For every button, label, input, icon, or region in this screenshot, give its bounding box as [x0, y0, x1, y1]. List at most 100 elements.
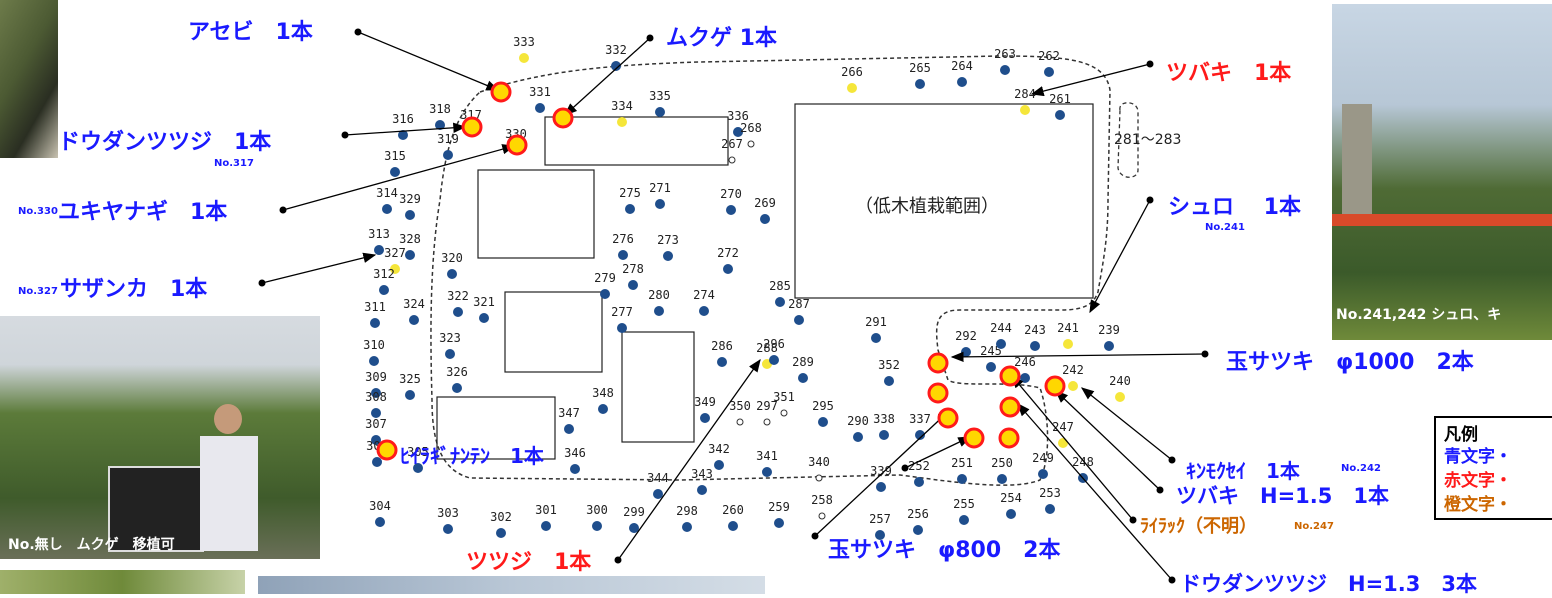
tree-number-347: 347: [558, 406, 580, 420]
tree-number-325: 325: [399, 372, 421, 386]
lowtree-area-label: （低木植栽範囲）: [855, 196, 999, 217]
legend-red: 赤文字・: [1444, 471, 1512, 491]
photo-bottom-left: [0, 570, 245, 594]
tree-dot-284: [1020, 105, 1030, 115]
tree-number-321: 321: [473, 295, 495, 309]
tree-number-287: 287: [788, 297, 810, 311]
transplant-marker-1: [552, 107, 574, 129]
leader-start-3: [341, 131, 349, 139]
tree-number-266: 266: [841, 65, 863, 79]
tree-number-315: 315: [384, 149, 406, 163]
transplant-marker-4: [927, 352, 949, 374]
tree-dot-269: [760, 214, 770, 224]
tree-dot-305: [413, 463, 423, 473]
tree-dot-306: [372, 457, 382, 467]
leader-start-5: [1146, 196, 1154, 204]
tree-number-264: 264: [951, 59, 973, 73]
tree-number-245: 245: [980, 344, 1002, 358]
tree-number-342: 342: [708, 442, 730, 456]
tree-number-343: 343: [691, 467, 713, 481]
tree-number-288: 288: [756, 341, 778, 355]
label-no242: No.242: [1341, 463, 1381, 474]
label-no317: No.317: [214, 158, 254, 169]
transplant-marker-12: [376, 439, 398, 461]
leader-line-6: [261, 252, 377, 284]
tree-number-258: 258: [811, 493, 833, 507]
label-no247: No.247: [1294, 521, 1334, 532]
transplant-marker-5: [927, 382, 949, 404]
tree-number-280: 280: [648, 288, 670, 302]
tree-number-254: 254: [1000, 491, 1022, 505]
tree-number-262: 262: [1038, 49, 1060, 63]
photo-bottom-middle: [258, 576, 765, 594]
tree-number-243: 243: [1024, 323, 1046, 337]
tree-number-265: 265: [909, 61, 931, 75]
leader-line-9: [1055, 390, 1161, 491]
label-lilac: ﾗｲﾗｯｸ（不明）: [1140, 516, 1257, 537]
tree-dot-349: [700, 413, 710, 423]
tree-dot-327: [390, 264, 400, 274]
tree-dot-342: [714, 460, 724, 470]
tree-number-252: 252: [908, 459, 930, 473]
label-dodantsutsuji-h13: ドウダンツツジ H=1.3 3本: [1180, 572, 1477, 596]
tree-dot-242: [1068, 381, 1078, 391]
transplant-marker-10: [998, 427, 1020, 449]
leader-start-14: [901, 464, 909, 472]
tree-dot-352: [884, 376, 894, 386]
tree-number-352: 352: [878, 358, 900, 372]
tree-dot-332: [611, 61, 621, 71]
tree-dot-286: [717, 357, 727, 367]
tree-dot-297: [763, 418, 771, 426]
tree-dot-321: [479, 313, 489, 323]
leader-start-8: [1168, 456, 1176, 464]
tree-number-296: 296: [763, 337, 785, 351]
tree-number-246: 246: [1014, 355, 1036, 369]
tree-dot-262: [1044, 67, 1054, 77]
lowtree-area: [794, 103, 1094, 299]
tree-number-240: 240: [1109, 374, 1131, 388]
tree-dot-309: [371, 388, 381, 398]
tree-dot-339: [876, 482, 886, 492]
transplant-marker-7: [963, 427, 985, 449]
tree-number-299: 299: [623, 505, 645, 519]
tree-dot-279: [600, 289, 610, 299]
tree-number-308: 308: [365, 390, 387, 404]
tree-number-268: 268: [740, 121, 762, 135]
tree-number-311: 311: [364, 300, 386, 314]
tree-number-250: 250: [991, 456, 1013, 470]
leader-start-10: [1129, 516, 1137, 524]
tree-number-259: 259: [768, 500, 790, 514]
tree-number-297: 297: [756, 399, 778, 413]
range-area-281-283: [1117, 102, 1139, 178]
tree-number-271: 271: [649, 181, 671, 195]
label-no327: No.327: [18, 286, 58, 297]
tree-dot-246: [1020, 373, 1030, 383]
leader-line-2: [1030, 63, 1151, 97]
tree-number-351: 351: [773, 390, 795, 404]
tree-dot-259: [774, 518, 784, 528]
tree-dot-301: [541, 521, 551, 531]
tree-dot-303: [443, 524, 453, 534]
tree-dot-277: [617, 323, 627, 333]
label-tamasatsuki-800: 玉サツキ φ800 2本: [828, 538, 1061, 563]
tree-number-269: 269: [754, 196, 776, 210]
tree-dot-255: [959, 515, 969, 525]
tree-dot-257: [875, 530, 885, 540]
photo-top-left: [0, 0, 58, 158]
tree-number-301: 301: [535, 503, 557, 517]
tree-number-304: 304: [369, 499, 391, 513]
leader-start-12: [1168, 576, 1176, 584]
tree-dot-291: [871, 333, 881, 343]
label-kinmokusei: ｷﾝﾓｸｾｲ 1本: [1186, 459, 1300, 483]
leader-line-11: [814, 409, 951, 537]
tree-number-314: 314: [376, 186, 398, 200]
tree-dot-348: [598, 404, 608, 414]
tree-number-267: 267: [721, 137, 743, 151]
transplant-marker-0: [490, 81, 512, 103]
tree-dot-267: [728, 156, 736, 164]
tree-number-261: 261: [1049, 92, 1071, 106]
leader-line-12: [1017, 403, 1173, 581]
tree-number-344: 344: [647, 471, 669, 485]
